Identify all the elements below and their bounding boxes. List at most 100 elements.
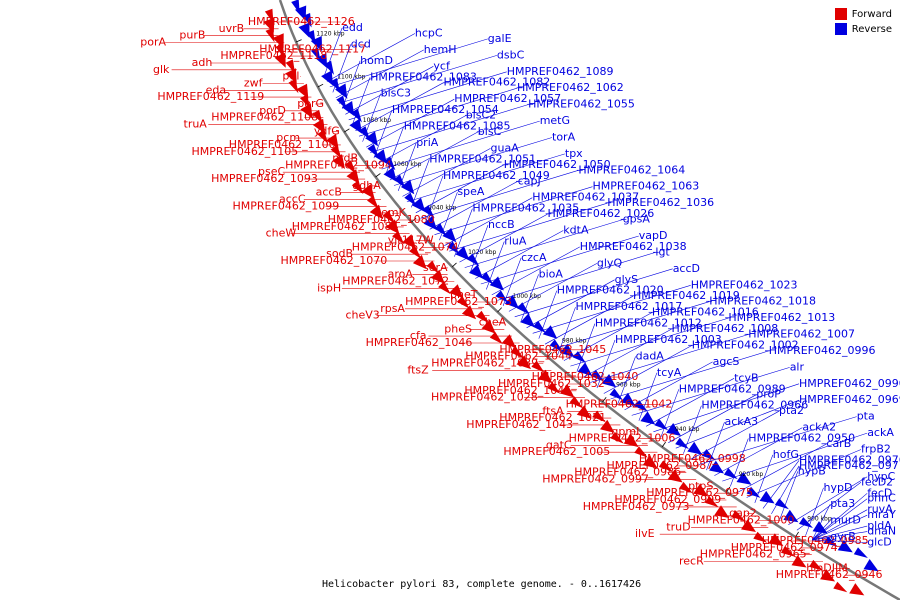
reverse-gene-label: frpB2 xyxy=(861,443,891,456)
tick-mark xyxy=(661,441,666,448)
forward-gene-glyph xyxy=(704,496,719,508)
reverse-gene-glyph xyxy=(675,437,689,449)
forward-gene-label: accB xyxy=(316,186,342,199)
reverse-leader-line xyxy=(464,219,623,268)
reverse-gene-glyph xyxy=(423,215,438,231)
forward-gene-glyph xyxy=(809,559,824,571)
forward-gene-glyph xyxy=(312,118,326,134)
forward-gene-label: HMPREF0462_0973 xyxy=(583,500,690,513)
reverse-gene-label: HMPREF0462_1064 xyxy=(578,163,685,176)
tick-label: 1120 kbp xyxy=(316,30,344,37)
forward-gene-label: glk xyxy=(153,63,170,76)
forward-gene-label: HMPREF0462_0999 xyxy=(614,493,721,506)
forward-gene-label: HMPREF0462_0974 xyxy=(731,541,838,554)
reverse-gene-glyph xyxy=(783,509,799,523)
reverse-leader-line xyxy=(811,504,831,541)
reverse-gene-label: HMPREF0462_1062 xyxy=(517,81,624,94)
forward-gene-label: HMPREF0462_1117 xyxy=(259,42,366,55)
reverse-gene-glyph xyxy=(577,362,593,376)
forward-gene-glyph xyxy=(658,460,673,472)
forward-gene-glyph xyxy=(753,531,768,543)
reverse-leader-line xyxy=(514,268,673,318)
reverse-gene-label: galE xyxy=(488,32,512,45)
tick-mark xyxy=(317,83,324,88)
reverse-gene-glyph xyxy=(434,223,447,237)
reverse-gene-label: pta2 xyxy=(779,404,804,417)
forward-gene-glyph xyxy=(332,154,345,169)
reverse-gene-glyph xyxy=(520,313,535,328)
reverse-gene-glyph xyxy=(335,83,348,99)
forward-gene-label: HMPREF0462_1039 xyxy=(431,357,538,370)
tick-mark xyxy=(451,262,457,268)
reverse-leader-line xyxy=(557,307,576,356)
reverse-gene-label: dnaN xyxy=(867,525,896,538)
forward-gene-label: ftsZ xyxy=(407,363,429,376)
forward-gene-label: HMPREF0462_1070 xyxy=(281,254,388,267)
reverse-leader-line xyxy=(653,383,800,433)
legend-label-forward: Forward xyxy=(851,8,892,20)
forward-gene-label: uvrB xyxy=(219,22,245,35)
reverse-leader-line xyxy=(788,476,868,526)
reverse-leader-line xyxy=(805,487,824,536)
forward-gene-label: HMPREF0462_0987 xyxy=(607,459,714,472)
reverse-leader-line xyxy=(645,378,735,427)
forward-gene-label: cfa xyxy=(410,329,427,342)
forward-gene-label: sodB xyxy=(326,247,353,260)
forward-gene-label: HMPREF0462_1093 xyxy=(211,172,318,185)
reverse-leader-line xyxy=(402,148,491,197)
reverse-gene-glyph xyxy=(341,101,355,117)
forward-gene-label: truA xyxy=(184,117,208,130)
reverse-gene-label: hemH xyxy=(424,43,457,56)
reverse-leader-line xyxy=(411,159,430,208)
forward-gene-label: ilvE xyxy=(635,527,655,540)
reverse-gene-glyph xyxy=(358,126,370,140)
reverse-gene-label: tcyA xyxy=(657,366,682,379)
forward-gene-label: HMPREF0462_1046 xyxy=(366,336,473,349)
reverse-gene-label: HMPREF0462_1012 xyxy=(595,317,702,330)
forward-gene-glyph xyxy=(537,369,553,384)
reverse-leader-line xyxy=(698,416,857,465)
reverse-leader-line xyxy=(596,339,616,389)
reverse-gene-glyph xyxy=(559,343,575,358)
reverse-leader-line xyxy=(563,312,653,361)
reverse-leader-line xyxy=(406,153,565,203)
reverse-gene-label: HMPREF0462_1054 xyxy=(392,103,499,116)
reverse-gene-label: HMPREF0462_1082 xyxy=(444,76,551,89)
reverse-leader-line xyxy=(335,49,424,99)
reverse-gene-label: ackA3 xyxy=(725,415,759,428)
reverse-leader-line xyxy=(603,345,692,394)
reverse-gene-label: HMPREF0462_1085 xyxy=(404,120,511,133)
forward-gene-label: HMPREF0462_0985 xyxy=(762,534,869,547)
forward-gene-label: gap2 xyxy=(729,507,757,520)
reverse-gene-label: HMPREF0462_1007 xyxy=(748,328,855,341)
reverse-gene-label: vapD xyxy=(639,229,668,242)
forward-gene-label: HMPREF0462_1041 xyxy=(464,384,571,397)
reverse-leader-line xyxy=(610,350,769,400)
forward-gene-glyph xyxy=(288,78,299,94)
forward-gene-glyph xyxy=(456,296,470,309)
forward-gene-glyph xyxy=(510,346,524,359)
reverse-leader-line xyxy=(348,71,507,121)
tick-mark xyxy=(375,173,381,178)
reverse-gene-glyph xyxy=(620,392,636,406)
reverse-gene-label: proP xyxy=(756,388,781,401)
forward-gene-glyph xyxy=(402,234,417,249)
forward-gene-glyph xyxy=(731,510,746,522)
reverse-leader-line xyxy=(338,55,497,104)
reverse-leader-line xyxy=(762,460,800,509)
forward-gene-glyph xyxy=(714,505,730,518)
forward-gene-glyph xyxy=(693,483,709,497)
reverse-gene-glyph xyxy=(640,411,656,425)
reverse-gene-label: pta3 xyxy=(830,497,855,510)
genome-caption: Helicobacter pylori 83, complete genome.… xyxy=(322,579,642,590)
reverse-leader-line xyxy=(583,328,672,378)
reverse-gene-label: gyrB xyxy=(830,530,856,543)
reverse-gene-label: HMPREF0462_1051 xyxy=(429,152,536,165)
forward-gene-label: HMPREF0462_1043 xyxy=(466,418,573,431)
reverse-leader-line xyxy=(683,405,702,454)
forward-gene-glyph xyxy=(741,519,756,532)
reverse-gene-label: hcpC xyxy=(415,27,443,40)
reverse-gene-glyph xyxy=(549,339,563,352)
forward-gene-glyph xyxy=(392,231,405,245)
